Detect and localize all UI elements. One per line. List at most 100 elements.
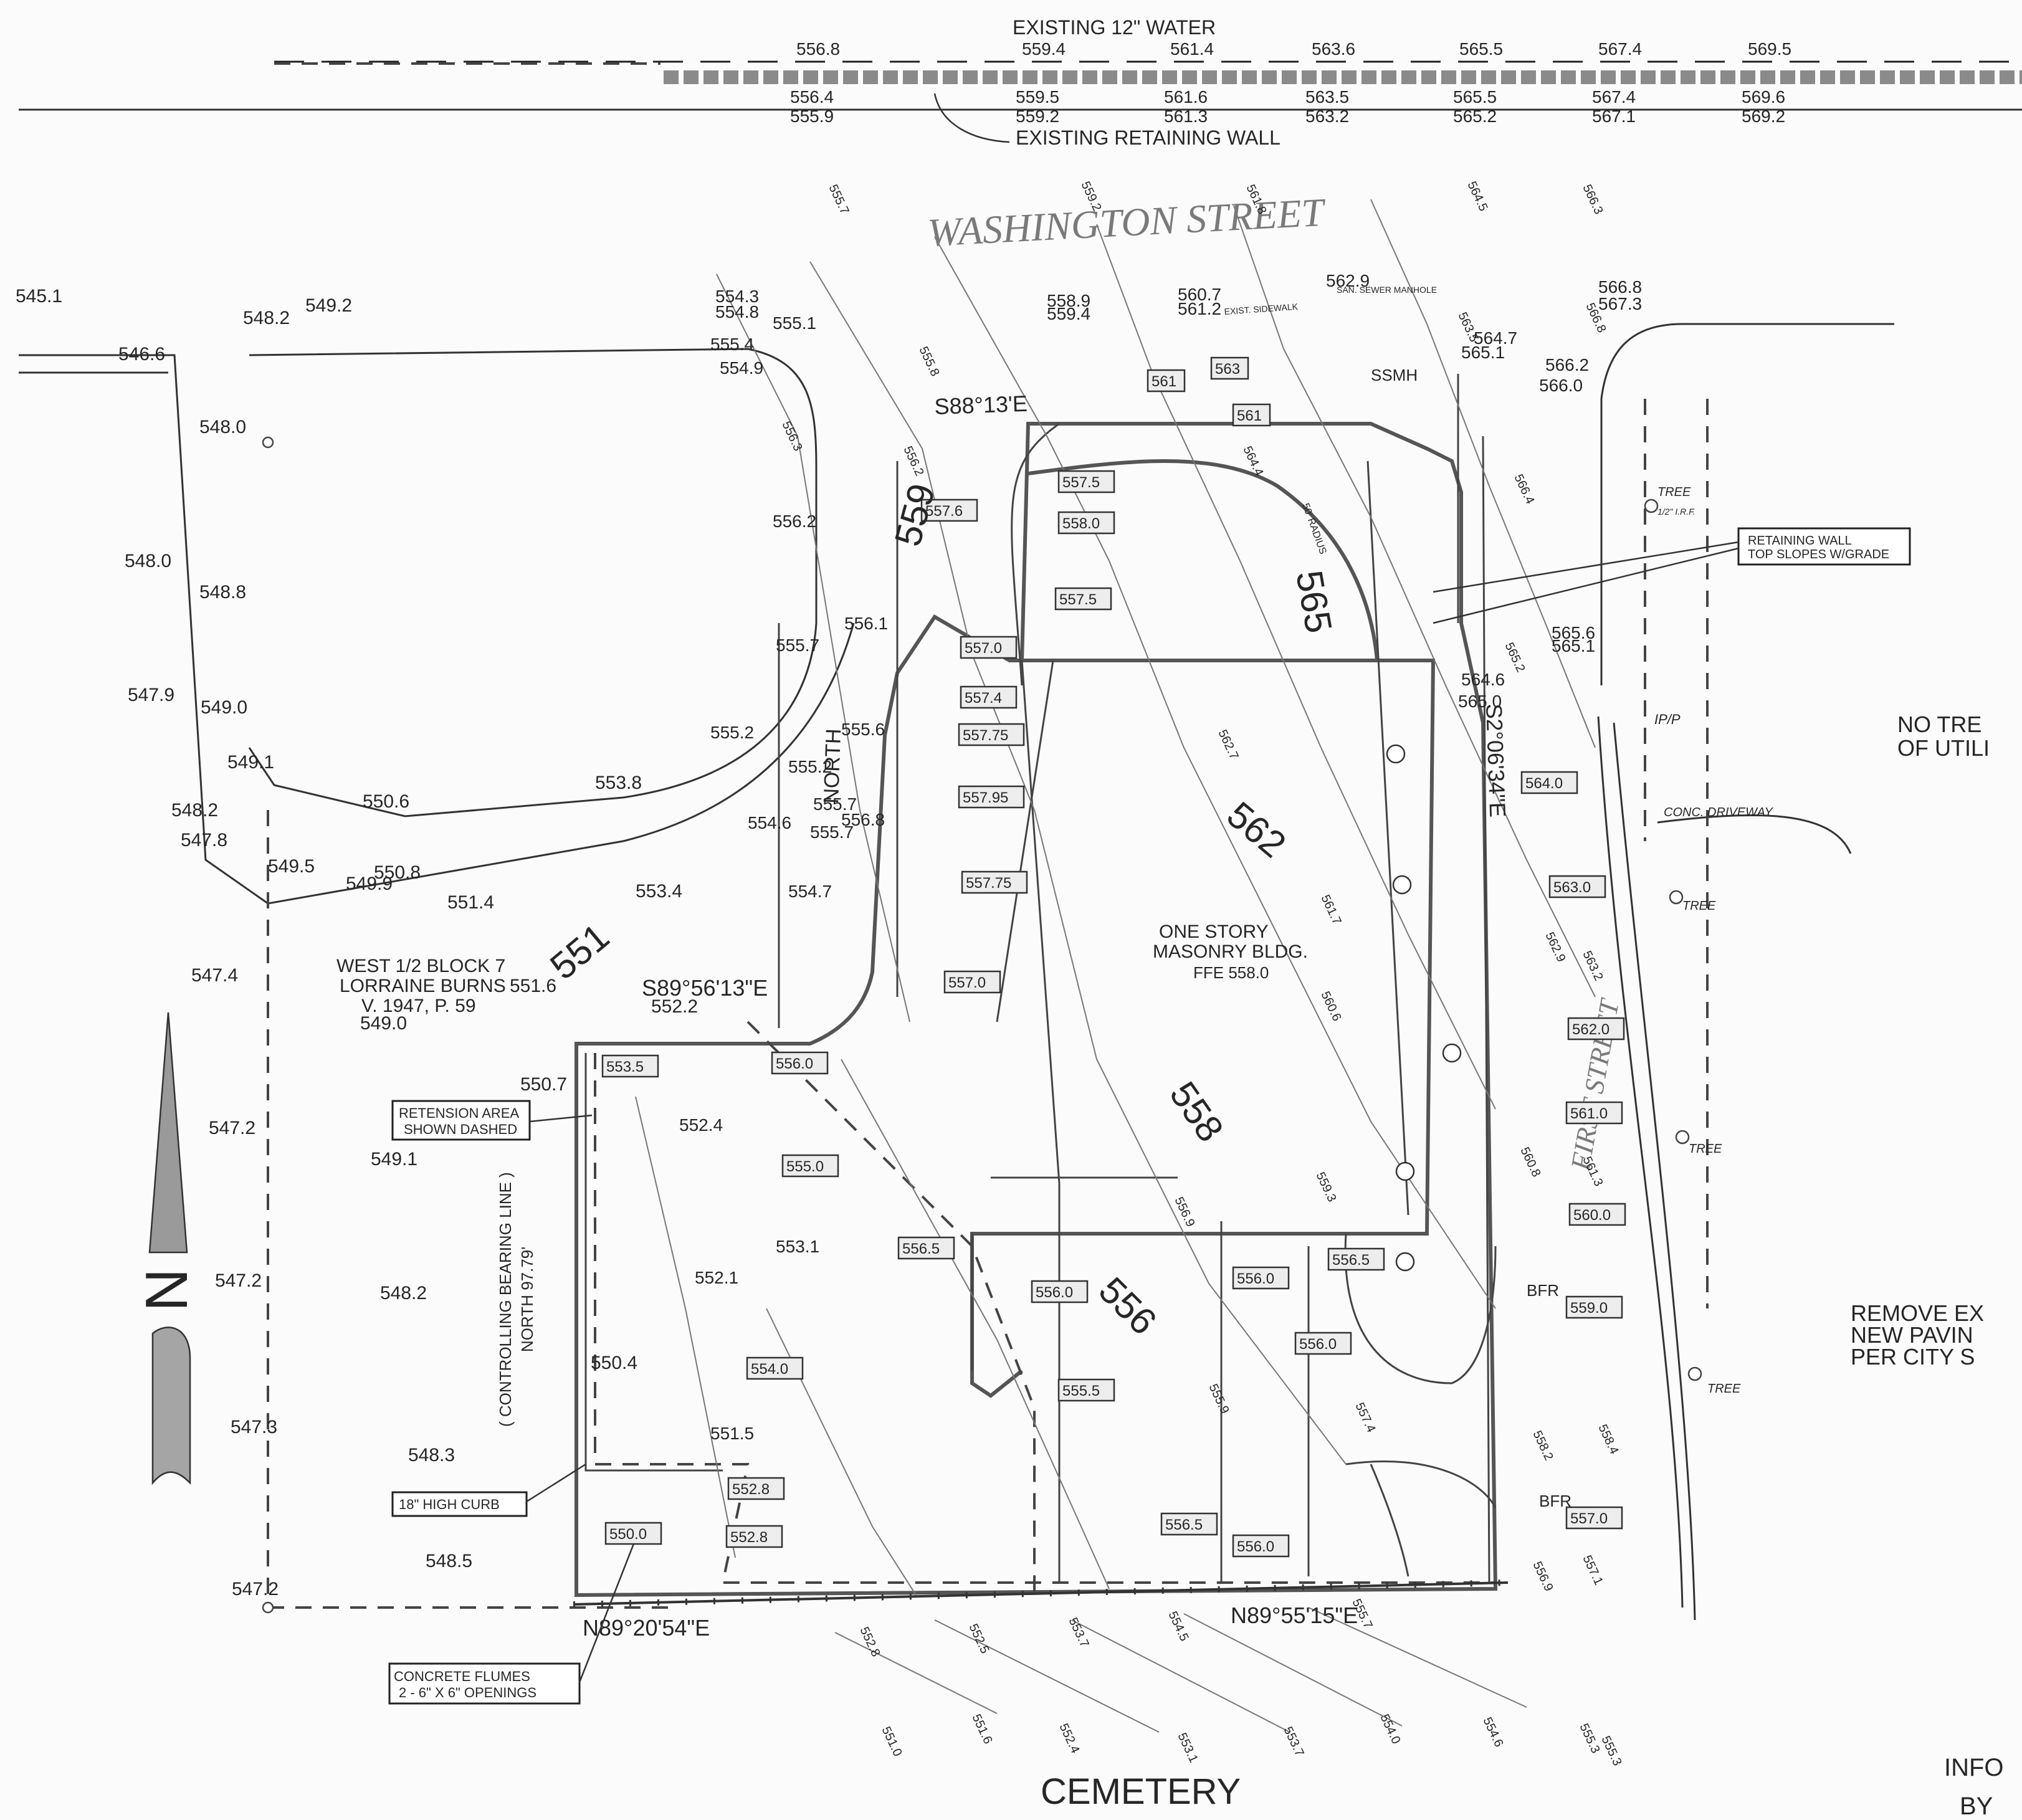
water-elev: 563.6 [1312,39,1355,59]
boxed-elev: 556.0 [1237,1270,1274,1287]
callout-flumes: CONCRETE FLUMES 2 - 6" X 6" OPENINGS [388,1538,637,1705]
contour-label: 558 [1161,1074,1231,1149]
boxed-elev: 552.8 [730,1529,768,1546]
boxed-elev: 557.95 [963,789,1008,806]
spot-elev: 558.2 [1530,1429,1555,1463]
boxed-elev: 564.0 [1525,775,1563,792]
spot-elev: 561.3 [1580,1155,1605,1189]
street-lines [19,323,1894,1621]
callout-retension: RETENSION AREA SHOWN DASHED [391,1100,593,1141]
wall-top-elev: 556.4 [790,87,834,107]
spot-elev: 554.8 [715,302,759,322]
wall-bot-elev: 563.2 [1305,107,1349,126]
water-elev: 569.5 [1748,39,1791,59]
spot-elev: 547.8 [181,830,227,850]
bfr-label-1: BFR [1527,1281,1559,1300]
ipp-label: IP/P [1654,712,1681,727]
spot-elev: 553.7 [1066,1616,1091,1650]
spot-elev: 558.9 [1047,291,1090,310]
spot-elev: 548.8 [199,582,246,603]
mid-dashed [746,1021,1036,1595]
water-elev: 567.4 [1598,39,1642,59]
wall-top-elev: 567.4 [1592,87,1636,107]
note-right-1b: OF UTILI [1897,735,1990,761]
boxed-elev-frame [897,1236,955,1260]
boxed-elev: 550.0 [609,1526,647,1543]
spot-elev: 550.4 [591,1353,637,1373]
boxed-elev-frame [1548,875,1606,898]
wall-leader [933,93,1010,143]
boxed-elev-frame [771,1051,829,1075]
boxed-elev-frame [1232,403,1271,427]
spot-elev: 549.0 [360,1013,407,1034]
spot-elev: 554.6 [748,813,791,832]
spot-elev: 549.1 [371,1149,417,1170]
spot-elev: 555.2 [788,757,832,776]
boxed-elev: 561.0 [1570,1105,1608,1122]
bearing-south-east: N89°55'15"E [1231,1603,1358,1628]
boxed-elev-frame [725,1525,783,1548]
boxed-elev-frame [1565,1295,1623,1319]
boxed-elev-frame [961,870,1028,894]
spot-elev: 556.9 [1530,1560,1555,1594]
spot-elev: 547.4 [191,965,238,986]
east-curb [1597,716,1684,1608]
boxed-elev-frame [1054,587,1112,611]
spot-elev: 547.2 [209,1118,255,1138]
building-line1: ONE STORY [1159,922,1269,942]
water-elev: 559.4 [1022,39,1066,59]
boxed-elev: 556.5 [902,1241,940,1257]
tree-label-4: TREE [1707,1382,1741,1396]
spot-elev: 551.6 [510,976,556,996]
boxed-elev-frame [1565,1506,1623,1530]
tree-label-3: TREE [1689,1142,1722,1156]
spot-elev: 558.4 [1595,1422,1621,1457]
conc-driveway-label: CONC. DRIVEWAY [1664,806,1773,819]
boxed-elev-frame [1520,771,1578,794]
boxed-elev-frame [746,1356,804,1380]
north-arrow-letter: N [133,1269,200,1312]
corner-marker-icon [262,436,274,449]
wall-top-elev: 565.5 [1453,87,1497,107]
controlling-bearing-1: ( CONTROLLING BEARING LINE ) [496,1172,515,1427]
spot-elev: 553.7 [1280,1725,1306,1759]
callout-curb: 18" HIGH CURB [391,1463,586,1517]
boxed-elev: 563 [1215,361,1240,378]
boxed-elev: 557.75 [963,727,1008,744]
spot-elev: 560.8 [1517,1145,1543,1179]
boxed-elev: 552.8 [732,1481,770,1498]
boxed-elev-frame [1568,1203,1626,1226]
tree-icon [1669,890,1684,905]
spot-elev: 556.9 [1171,1195,1197,1229]
west-street-lot [248,348,818,817]
spot-elev: 565.6 [1552,623,1595,642]
spot-elev: 554.3 [715,287,759,306]
legal-line3: V. 1947, P. 59 [361,996,476,1016]
boxed-elev: 556.5 [1165,1517,1203,1533]
tree-label-1: TREE [1657,485,1691,499]
boxed-elev-frame [727,1477,785,1500]
boxed-elev: 562.0 [1572,1021,1609,1038]
bearing-north-line: S89°56'13"E [642,975,768,1001]
spot-elev: 557.4 [1352,1401,1378,1435]
water-elev: 565.5 [1459,39,1503,59]
spot-elev: 563.2 [1580,949,1605,983]
contour-label: 559 [887,479,943,550]
wall-top-elev: 563.5 [1305,87,1349,107]
utility-lines [19,60,2022,143]
boxed-elev: 557.4 [965,690,1002,707]
spot-elev: 554.7 [788,882,832,901]
contour-label: 562 [1219,794,1294,866]
spot-elev: 553.8 [595,773,642,793]
cemetery-label: CEMETERY [1041,1771,1241,1812]
tree-icon [1675,1130,1690,1145]
note-right-2b: NEW PAVIN [1851,1322,1973,1348]
spot-elev: 555.7 [810,822,854,842]
spot-elev: 555.3 [1576,1722,1602,1756]
boxed-elev-frame [1210,356,1249,380]
spot-elev: 561.7 [1318,893,1343,927]
spot-elev: 548.3 [408,1445,455,1465]
spot-elev: 556.1 [844,614,888,633]
contour-lines [635,199,1596,1733]
